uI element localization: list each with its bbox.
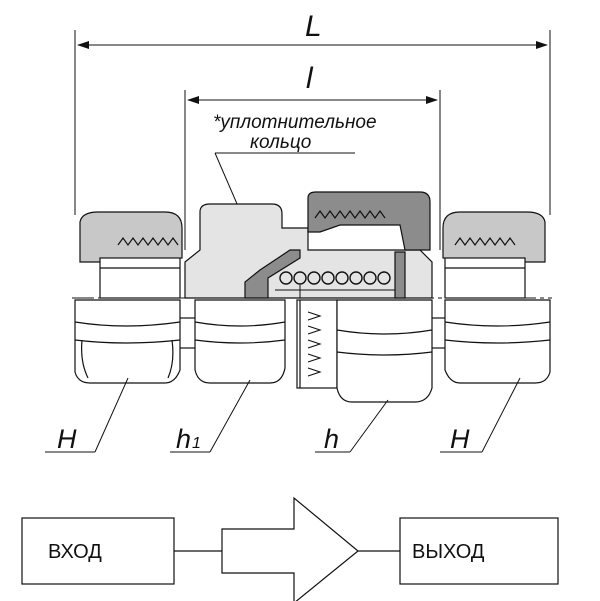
- flow-arrow: [221, 496, 359, 601]
- flow-diagram: [21, 496, 559, 601]
- label-body-hex-1-subscript: 1: [192, 435, 201, 452]
- label-right-nut: H: [450, 424, 470, 454]
- output-box: [399, 517, 559, 585]
- input-label: ВХОД: [48, 541, 102, 563]
- dimension-L-label: L: [305, 10, 322, 43]
- valve-section-upper: [72, 191, 552, 299]
- valve-exterior-lower: [74, 299, 551, 403]
- seal-ring-note-line1: *уплотнительное: [213, 112, 377, 133]
- seal-ring-note-line2: кольцо: [250, 132, 311, 153]
- input-box: [21, 517, 175, 585]
- part-labels: [45, 377, 521, 453]
- dimension-l-label: l: [306, 62, 314, 95]
- dimension-L: L: [74, 10, 551, 215]
- label-body-hex-1: h: [176, 424, 191, 454]
- dimension-l: l: [184, 62, 441, 250]
- label-left-nut: H: [57, 424, 77, 454]
- label-body-hex-2: h: [324, 424, 339, 454]
- output-label: ВЫХОД: [412, 541, 485, 563]
